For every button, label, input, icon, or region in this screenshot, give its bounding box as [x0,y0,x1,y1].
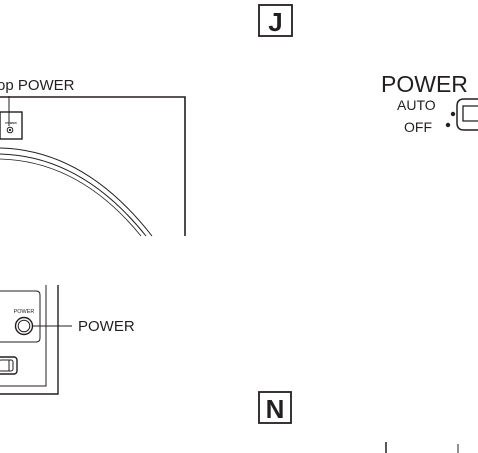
device-top-view [0,96,186,237]
power-button-outer [14,316,34,336]
top-power-callout: op POWER [0,77,75,94]
panel-n-letter-box [258,391,292,424]
auto-position-dot [450,111,456,117]
panel-n-partial-lines [385,442,459,453]
panel-n-letter: N [266,394,285,424]
platter-arc-outer [0,147,153,237]
switch-title: POWER [381,71,468,97]
switch-knob [462,105,478,122]
switch-housing [456,98,478,131]
front-panel-outer [0,285,59,395]
switch-auto-label: AUTO [397,97,436,113]
top-power-button-core [8,128,12,132]
small-power-label: POWER [14,309,35,315]
power-slide-switch [445,98,478,131]
connector-slot-outer [0,356,18,375]
top-power-button [6,126,14,134]
platter-arc-inner [0,158,142,237]
platter-arc-mid [0,153,147,237]
device-front-panel [0,285,72,395]
tiny-power-label: POWER [5,121,17,125]
power-button-inner [17,319,31,333]
off-position-dot [445,122,451,128]
power-callout: POWER [78,318,135,335]
panel-j-letter-box [258,4,293,37]
connector-slot-inner [0,359,14,372]
switch-off-label: OFF [404,119,432,135]
control-recess [0,290,41,343]
panel-j-letter: J [268,7,282,37]
front-panel-inner [0,285,47,387]
device-body-outline [0,96,186,236]
top-power-panel [0,111,23,140]
